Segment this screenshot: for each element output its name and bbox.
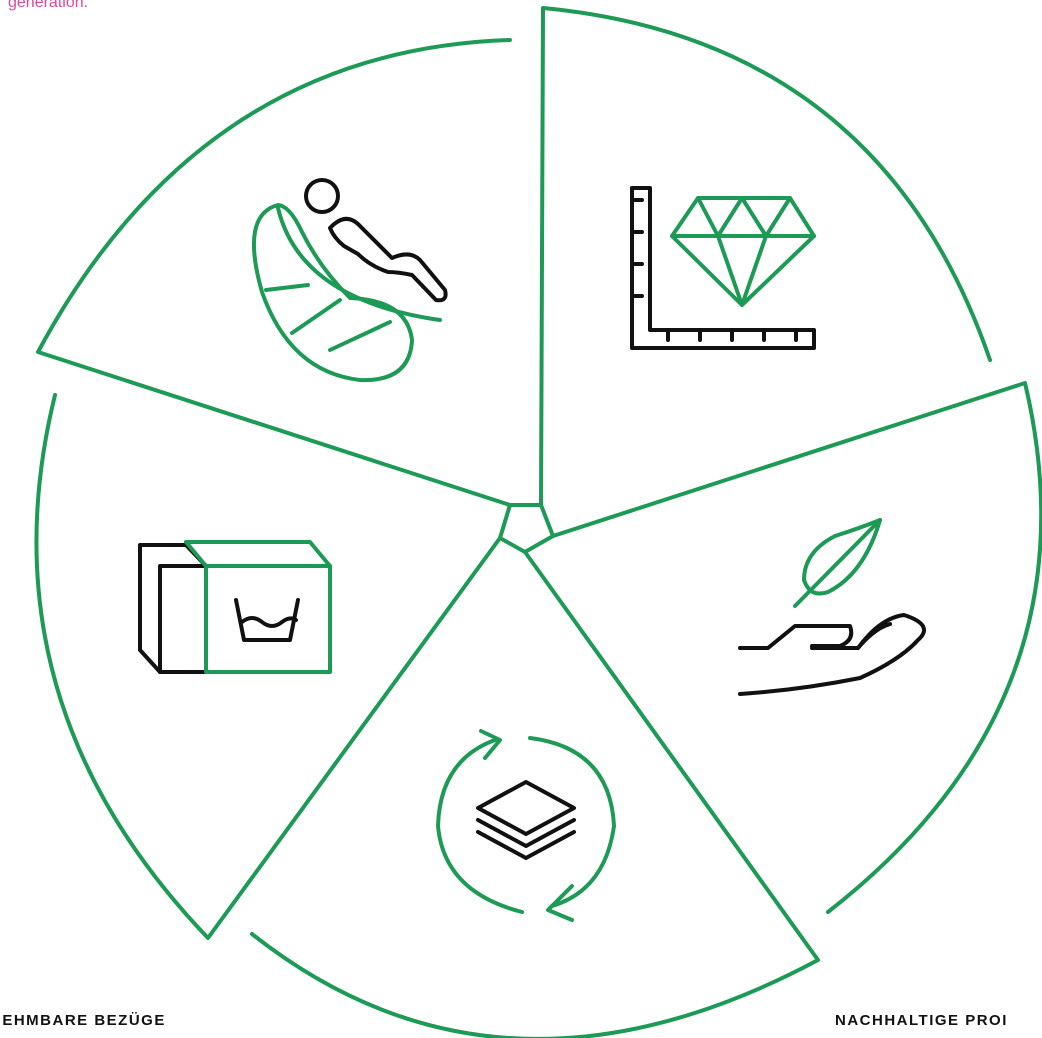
- center-hub: [498, 503, 555, 554]
- segment-bottom[interactable]: [250, 550, 820, 1038]
- diamond-chart-icon: [630, 186, 816, 350]
- segment-right[interactable]: [551, 381, 1042, 914]
- segment-left[interactable]: [34, 393, 502, 940]
- relaxing-person-icon: [251, 178, 448, 383]
- hand-leaf-icon: [738, 518, 926, 696]
- segment-top-right[interactable]: [539, 6, 992, 507]
- label-sustainable-products: NACHHALTIGE PROI: [835, 1012, 1008, 1029]
- washable-box-icon: [138, 540, 332, 674]
- recycle-layers-icon: [436, 729, 616, 922]
- intro-text-fragment: generation.: [8, 0, 89, 11]
- label-removable-covers: NEHMBARE BEZÜGE: [0, 1012, 166, 1029]
- segment-top-left[interactable]: [36, 38, 512, 507]
